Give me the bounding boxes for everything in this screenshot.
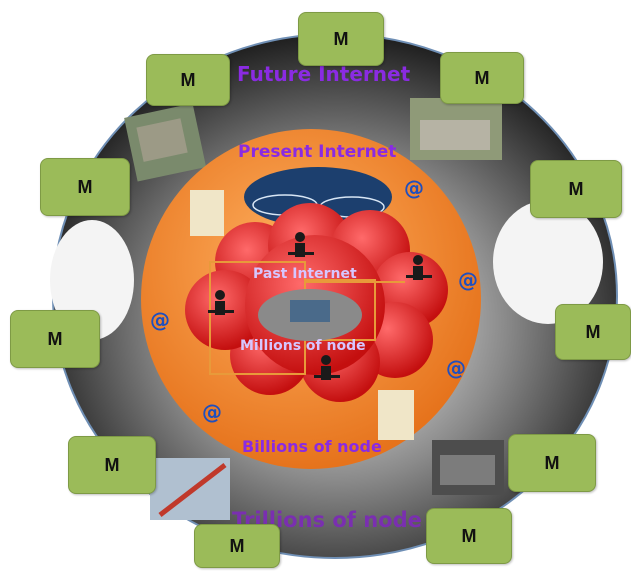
person-computer-icon [208,232,432,380]
machine-node-box: M [530,160,622,218]
at-sign-icon: @ [446,356,466,380]
machine-node-box: M [194,524,280,568]
past-internet-label: Past Internet [253,266,357,282]
machine-node-box: M [40,158,130,216]
millions-of-node-label: Millions of node [240,338,366,354]
at-sign-icon: @ [150,308,170,332]
at-sign-icon: @ [202,400,222,424]
office-photo-detail [290,300,330,322]
machine-node-box: M [298,12,384,66]
machine-node-box: M [146,54,230,106]
city-photo-detail [136,118,188,162]
future-internet-label: Future Internet [237,62,411,86]
traffic-photo-detail [420,120,490,150]
machine-node-box: M [68,436,156,494]
machine-node-box: M [555,304,631,360]
machine-node-box: M [426,508,512,564]
satellite-network-image [244,167,392,227]
machine-node-box: M [440,52,524,104]
bridge-cable [158,463,227,517]
rfid-tag-image-1 [190,190,224,236]
people-sketch-right [493,200,603,324]
machine-node-box: M [10,310,100,368]
present-internet-label: Present Internet [238,142,397,162]
street-photo-detail [440,455,495,485]
at-sign-icon: @ [458,268,478,292]
rfid-tag-image-2 [378,390,414,440]
machine-node-box: M [508,434,596,492]
at-sign-icon: @ [404,176,424,200]
billions-of-node-label: Billions of node [242,437,382,456]
